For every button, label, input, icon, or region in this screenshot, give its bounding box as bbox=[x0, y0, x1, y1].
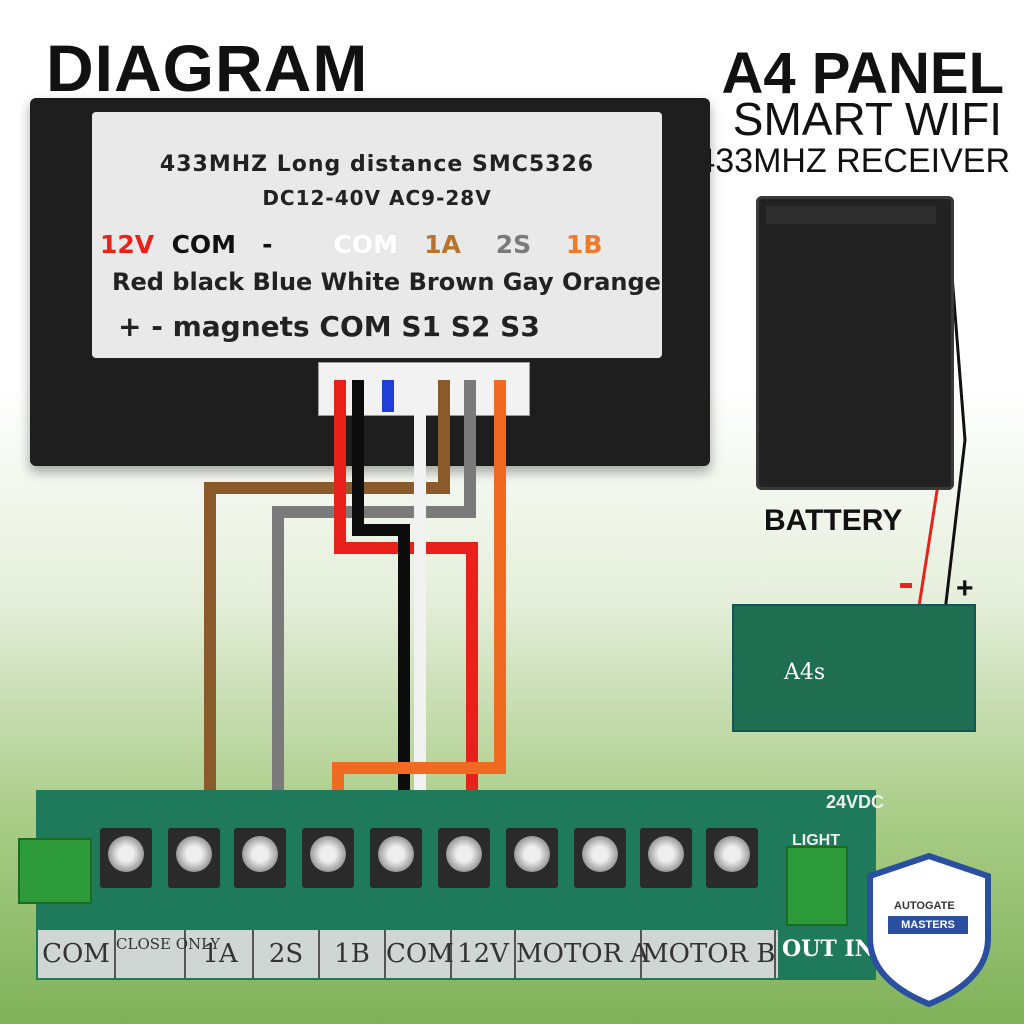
brown-wire bbox=[204, 380, 450, 940]
battery-label: BATTERY bbox=[764, 504, 903, 537]
pin-label: 2S bbox=[495, 230, 532, 259]
brand-name-line2: MASTERS bbox=[888, 916, 968, 934]
terminal-screw bbox=[640, 828, 692, 888]
terminal-label: 2S bbox=[254, 930, 320, 978]
light-label: LIGHT bbox=[792, 832, 840, 849]
terminal-screw bbox=[438, 828, 490, 888]
pin-row: 12V COM - COM 1A 2S 1B bbox=[92, 230, 662, 259]
battery-black-wire bbox=[942, 249, 967, 621]
pin-label: 1A bbox=[424, 230, 461, 259]
pin-label: COM bbox=[333, 230, 398, 259]
terminal-screw bbox=[168, 828, 220, 888]
black-wire bbox=[352, 380, 410, 940]
panel-title: A4 PANEL bbox=[721, 41, 1004, 106]
receiver-label: 433MHZ Long distance SMC5326 DC12-40V AC… bbox=[92, 112, 662, 358]
left-connector-block bbox=[18, 838, 92, 904]
pin-label: COM bbox=[171, 230, 237, 259]
terminal-screw bbox=[574, 828, 626, 888]
receiver-voltage-text: DC12-40V AC9-28V bbox=[262, 186, 492, 210]
positive-terminal-mark: + bbox=[956, 572, 974, 605]
brand-name-line1: AUTOGATE bbox=[894, 900, 955, 912]
terminal-label: 1A bbox=[188, 930, 254, 978]
terminal-label: CLOSE ONLY bbox=[116, 930, 220, 978]
panel-subtitle: SMART WIFI bbox=[732, 93, 1002, 145]
pin-label: 12V bbox=[100, 230, 155, 259]
right-connector-block bbox=[786, 846, 848, 926]
a4-control-board bbox=[732, 604, 976, 732]
terminal-label: MOTOR B bbox=[642, 930, 776, 978]
terminal-screw bbox=[302, 828, 354, 888]
terminal-screw bbox=[234, 828, 286, 888]
negative-terminal-mark bbox=[900, 583, 912, 588]
battery bbox=[756, 196, 954, 490]
diagram-title: DIAGRAM bbox=[46, 31, 369, 105]
gray-wire bbox=[272, 380, 476, 940]
terminal-label: COM bbox=[38, 930, 116, 978]
terminal-screw bbox=[706, 828, 758, 888]
receiver-subtitle: 433MHZ RECEIVER bbox=[696, 142, 1010, 180]
terminal-label: COM bbox=[386, 930, 454, 978]
pin-label: - bbox=[262, 230, 273, 259]
a4-board-label: A4s bbox=[784, 660, 826, 685]
pin-label: 1B bbox=[565, 230, 603, 259]
voltage-label: 24VDC bbox=[826, 792, 885, 812]
terminal-label: MOTOR A bbox=[516, 930, 649, 978]
receiver-model-text: 433MHZ Long distance SMC5326 bbox=[159, 152, 595, 177]
terminal-screw bbox=[506, 828, 558, 888]
terminal-label: OUT IN bbox=[782, 936, 875, 962]
terminal-label-strip: COM CLOSE ONLY 1A 2S 1B COM 12V MOTOR A … bbox=[38, 930, 778, 978]
terminal-screw bbox=[100, 828, 152, 888]
wire-colors-text: Red black Blue White Brown Gay Orange bbox=[112, 268, 661, 296]
functions-text: + - magnets COM S1 S2 S3 bbox=[118, 310, 540, 343]
terminal-label: 1B bbox=[320, 930, 386, 978]
terminal-label: 12V bbox=[452, 930, 516, 978]
terminal-screw bbox=[370, 828, 422, 888]
